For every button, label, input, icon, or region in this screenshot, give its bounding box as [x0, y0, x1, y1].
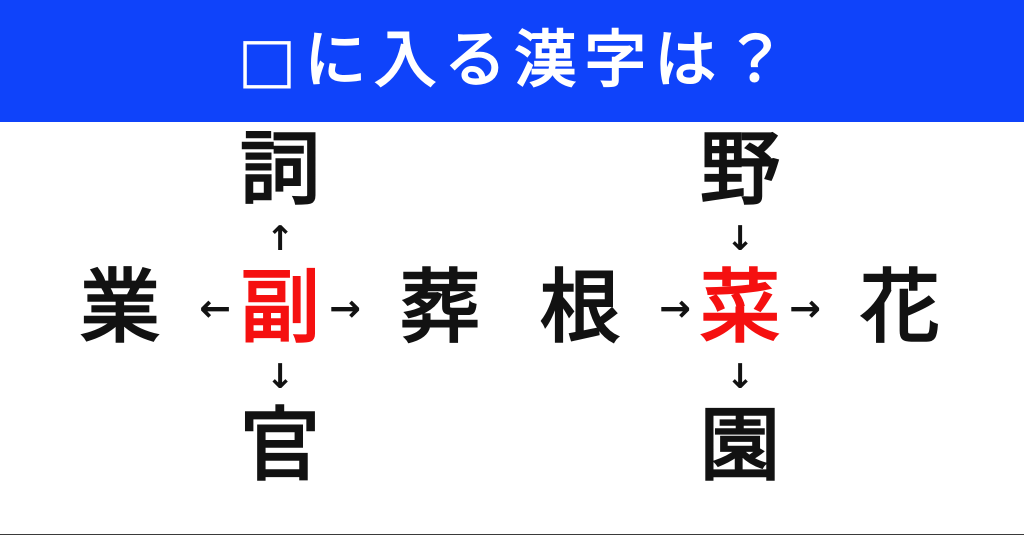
arrow-right-icon: →	[659, 286, 691, 330]
arrow-down-icon: ↓	[265, 357, 295, 397]
kanji-cross-right: 野 ↓ 根 → 菜 → 花 ↓ 園	[505, 122, 975, 534]
header-banner: □に入る漢字は？	[0, 0, 1024, 122]
page-title: □に入る漢字は？	[237, 23, 795, 96]
kanji-right-top: 野	[700, 123, 780, 216]
arrow-left-icon: ←	[199, 286, 231, 330]
kanji-cross-left: 詞 ↑ 業 ← 副 → 葬 ↓ 官	[45, 122, 515, 534]
puzzle-group-left: 詞 ↑ 業 ← 副 → 葬 ↓ 官	[45, 122, 515, 534]
kanji-left-west: 業	[80, 261, 160, 354]
arrow-up-icon: ↑	[265, 219, 295, 259]
bottom-divider	[0, 534, 1024, 535]
arrow-down-icon: ↓	[725, 357, 755, 397]
kanji-left-bottom: 官	[240, 399, 320, 492]
kanji-left-east: 葬	[400, 261, 480, 354]
kanji-right-center-answer: 菜	[700, 261, 780, 354]
kanji-left-center-answer: 副	[240, 261, 320, 354]
kanji-right-bottom: 園	[700, 399, 780, 492]
kanji-right-east: 花	[860, 261, 940, 354]
arrow-right-icon: →	[789, 286, 821, 330]
arrow-down-icon: ↓	[725, 219, 755, 259]
puzzle-area: 詞 ↑ 業 ← 副 → 葬 ↓ 官 野 ↓ 根 → 菜 → 花	[0, 122, 1024, 534]
kanji-left-top: 詞	[240, 123, 320, 216]
puzzle-group-right: 野 ↓ 根 → 菜 → 花 ↓ 園	[505, 122, 975, 534]
arrow-right-icon: →	[329, 286, 361, 330]
kanji-right-west: 根	[540, 261, 620, 354]
